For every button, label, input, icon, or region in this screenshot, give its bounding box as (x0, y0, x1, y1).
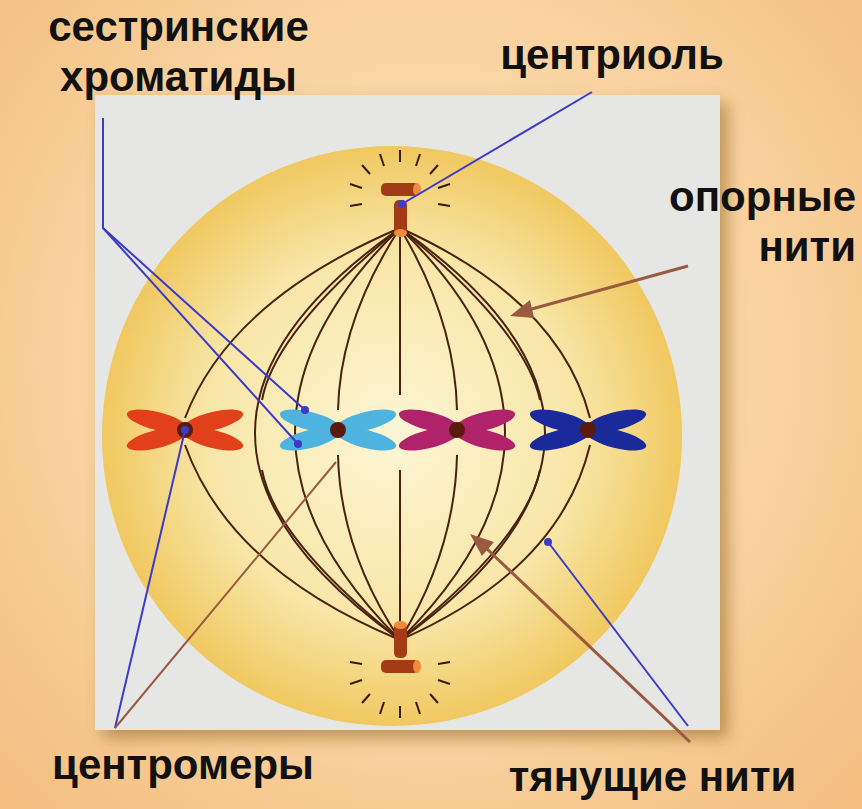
part-label: опорные нити (610, 172, 856, 273)
spindle-fibers (185, 228, 590, 640)
leader-dots (181, 200, 552, 546)
part-label: сестринские хроматиды (6, 2, 351, 103)
chromosome-darkblue (528, 405, 649, 455)
centriole-top (381, 183, 421, 237)
leader-lines-blue (103, 92, 688, 728)
part-label: центромеры (8, 740, 358, 790)
part-label: центриоль (462, 30, 762, 80)
chromosome-red (125, 405, 246, 455)
chromosome-lightblue (278, 405, 399, 455)
chromosome-magenta (397, 405, 518, 455)
part-label: тянущие нити (455, 752, 850, 802)
leader-arrows-brown (115, 266, 690, 742)
picture-frame (95, 95, 720, 730)
centriole-bottom (381, 621, 421, 673)
